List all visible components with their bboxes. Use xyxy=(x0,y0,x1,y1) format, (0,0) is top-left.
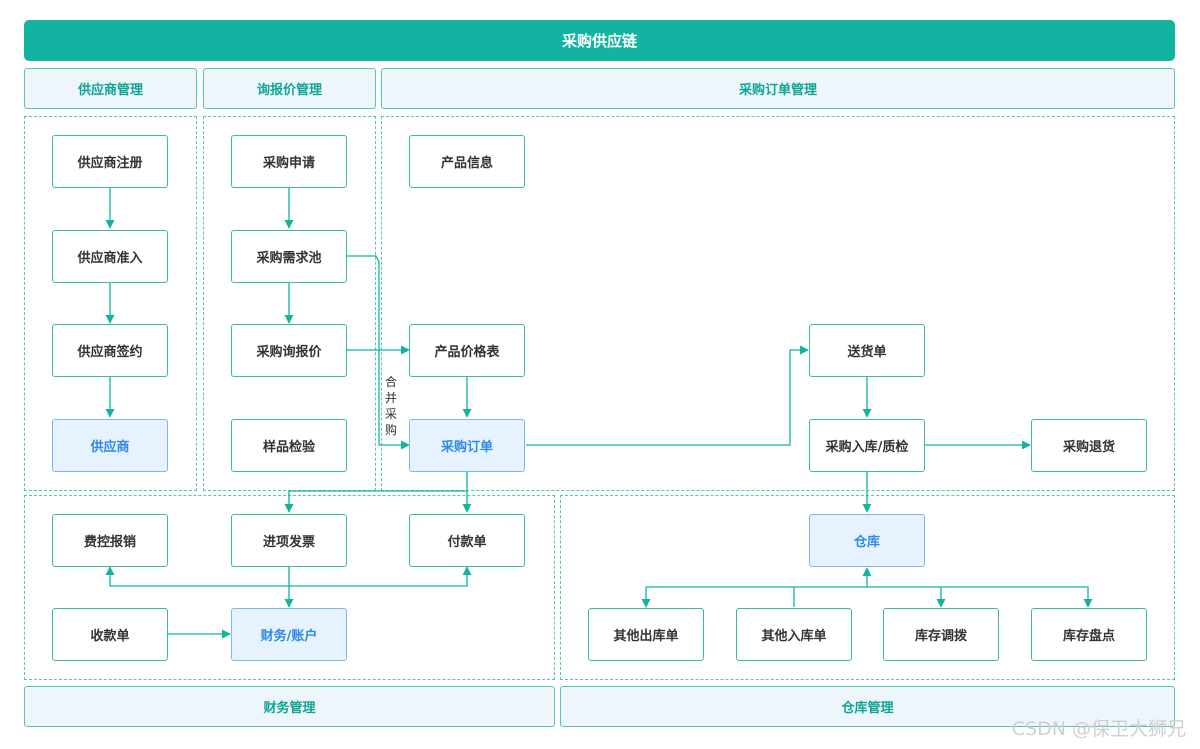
node-other-inbound[interactable]: 其他入库单 xyxy=(736,608,852,661)
node-inquiry-quote[interactable]: 采购询报价 xyxy=(231,324,347,377)
edge-order-delivery xyxy=(526,345,809,446)
node-supplier[interactable]: 供应商 xyxy=(52,419,168,472)
node-supplier-sign[interactable]: 供应商签约 xyxy=(52,324,168,377)
node-expense-claim[interactable]: 费控报销 xyxy=(52,514,168,567)
diagram-title: 采购供应链 xyxy=(24,20,1175,61)
node-purchase-order[interactable]: 采购订单 xyxy=(409,419,525,472)
node-purchase-return[interactable]: 采购退货 xyxy=(1031,419,1147,472)
node-input-invoice[interactable]: 进项发票 xyxy=(231,514,347,567)
section-header-inquiry-mgmt: 询报价管理 xyxy=(203,68,376,109)
merge-purchase-label: 合并采购 xyxy=(384,375,397,437)
node-inbound-qc[interactable]: 采购入库/质检 xyxy=(809,419,925,472)
node-product-info[interactable]: 产品信息 xyxy=(409,135,525,188)
edge-pool-order-merge xyxy=(347,255,410,450)
node-stock-count[interactable]: 库存盘点 xyxy=(1031,608,1147,661)
node-delivery-note[interactable]: 送货单 xyxy=(809,324,925,377)
node-purchase-request[interactable]: 采购申请 xyxy=(231,135,347,188)
node-stock-transfer[interactable]: 库存调拨 xyxy=(883,608,999,661)
section-header-supplier-mgmt: 供应商管理 xyxy=(24,68,197,109)
section-header-warehouse-mgmt: 仓库管理 xyxy=(560,686,1175,727)
node-sample-inspection[interactable]: 样品检验 xyxy=(231,419,347,472)
section-header-po-mgmt: 采购订单管理 xyxy=(381,68,1175,109)
section-header-finance-mgmt: 财务管理 xyxy=(24,686,555,727)
region-po-mgmt xyxy=(381,116,1175,491)
node-supplier-admit[interactable]: 供应商准入 xyxy=(52,230,168,283)
edge-order-invoice xyxy=(284,490,467,513)
node-warehouse[interactable]: 仓库 xyxy=(809,514,925,567)
watermark-text: CSDN @保卫大狮兄 xyxy=(1011,718,1186,740)
node-price-list[interactable]: 产品价格表 xyxy=(409,324,525,377)
node-payment-order[interactable]: 付款单 xyxy=(409,514,525,567)
node-supplier-register[interactable]: 供应商注册 xyxy=(52,135,168,188)
node-demand-pool[interactable]: 采购需求池 xyxy=(231,230,347,283)
node-finance-account[interactable]: 财务/账户 xyxy=(231,608,347,661)
node-receipt-order[interactable]: 收款单 xyxy=(52,608,168,661)
edge-warehouse-bus xyxy=(641,586,1093,608)
node-other-outbound[interactable]: 其他出库单 xyxy=(588,608,704,661)
region-supplier-mgmt xyxy=(24,116,197,491)
